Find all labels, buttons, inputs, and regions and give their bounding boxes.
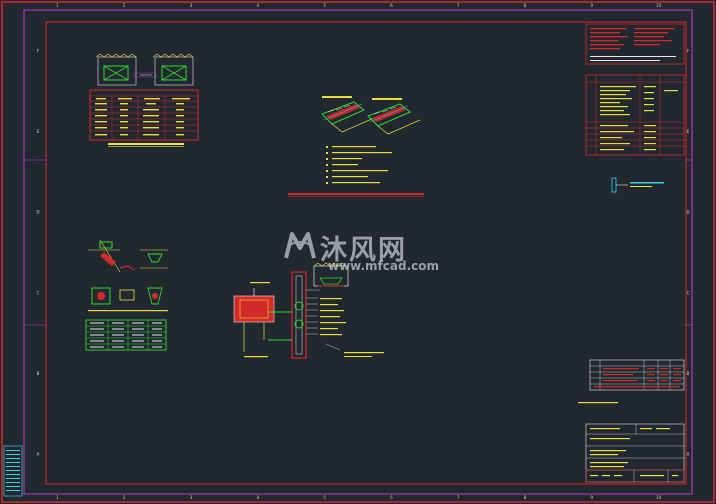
row-marker: F bbox=[37, 48, 40, 53]
row-marker: A bbox=[37, 452, 40, 457]
row-markers: F F E E D D C C B B A A bbox=[36, 48, 689, 456]
row-marker: C bbox=[37, 290, 40, 295]
column-marker: 8 bbox=[524, 495, 527, 500]
column-marker: 10 bbox=[656, 3, 662, 8]
row-marker: B bbox=[37, 371, 40, 376]
water-heater-section bbox=[233, 262, 384, 359]
row-marker: A bbox=[687, 452, 690, 457]
pipe-schedule-table bbox=[89, 89, 199, 147]
mfcad-logo-icon bbox=[284, 232, 316, 259]
row-marker: F bbox=[687, 48, 690, 53]
column-marker: 10 bbox=[656, 495, 662, 500]
column-marker: 8 bbox=[524, 3, 527, 8]
column-marker: 4 bbox=[257, 3, 260, 8]
column-marker: 1 bbox=[56, 495, 59, 500]
row-marker: D bbox=[686, 210, 689, 215]
column-marker: 3 bbox=[190, 3, 193, 8]
section-callout-right bbox=[611, 177, 664, 193]
column-marker: 2 bbox=[123, 495, 126, 500]
row-marker: B bbox=[687, 371, 690, 376]
sheet-border bbox=[23, 9, 693, 495]
support-spec-table-green bbox=[85, 319, 167, 351]
column-marker: 6 bbox=[390, 3, 393, 8]
title-block bbox=[585, 423, 685, 483]
legend-block-top-right bbox=[585, 23, 685, 65]
row-marker: E bbox=[37, 129, 40, 134]
row-marker: D bbox=[36, 210, 39, 215]
column-marker: 3 bbox=[190, 495, 193, 500]
detail-boxes-top-left bbox=[95, 53, 194, 86]
column-marker: 7 bbox=[457, 3, 460, 8]
watermark-brand: 沐风网 bbox=[320, 235, 407, 266]
column-marker: 7 bbox=[457, 495, 460, 500]
watermark-url: www.mfcad.com bbox=[328, 259, 439, 273]
column-marker: 9 bbox=[591, 3, 594, 8]
sheet-index-strip bbox=[3, 445, 23, 497]
column-marker: 2 bbox=[123, 3, 126, 8]
column-marker: 4 bbox=[257, 495, 260, 500]
watermark: 沐风网 www.mfcad.com bbox=[282, 226, 442, 276]
row-marker: C bbox=[687, 290, 690, 295]
pipe-support-details bbox=[88, 239, 168, 312]
drawing-border bbox=[45, 21, 687, 485]
column-marker: 5 bbox=[323, 495, 326, 500]
materials-table-right bbox=[585, 74, 685, 156]
isometric-detail bbox=[288, 96, 424, 197]
column-markers: 1 1 2 2 3 3 4 4 5 5 6 6 7 7 8 8 9 9 10 10 bbox=[56, 3, 661, 500]
column-marker: 9 bbox=[591, 495, 594, 500]
column-marker: 1 bbox=[56, 3, 59, 8]
revision-table bbox=[578, 359, 685, 404]
column-marker: 5 bbox=[323, 3, 326, 8]
row-marker: E bbox=[687, 129, 690, 134]
column-marker: 6 bbox=[390, 495, 393, 500]
